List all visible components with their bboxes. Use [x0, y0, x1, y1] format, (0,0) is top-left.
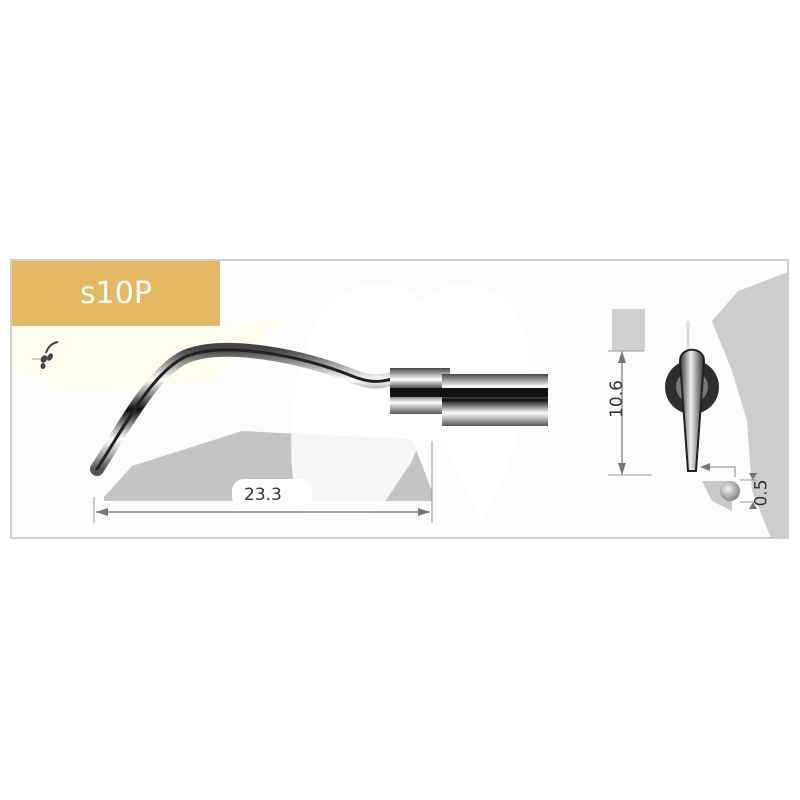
water-spray-icon	[32, 341, 59, 369]
gray-shape-top	[612, 309, 645, 351]
product-card: s10P 23.3 10.6 0.5	[10, 259, 789, 539]
tip-diameter-label: 0.5	[751, 479, 772, 507]
tip-thread	[442, 374, 548, 426]
height-label: 10.6	[606, 380, 627, 418]
model-name: s10P	[80, 276, 152, 311]
length-label: 23.3	[244, 485, 282, 505]
gray-shape-right	[712, 272, 787, 537]
tip-diameter-ball	[720, 481, 740, 501]
cream-wash	[12, 321, 282, 391]
model-badge: s10P	[12, 261, 220, 326]
side-tip	[678, 348, 706, 472]
tip-illustration	[12, 272, 787, 537]
